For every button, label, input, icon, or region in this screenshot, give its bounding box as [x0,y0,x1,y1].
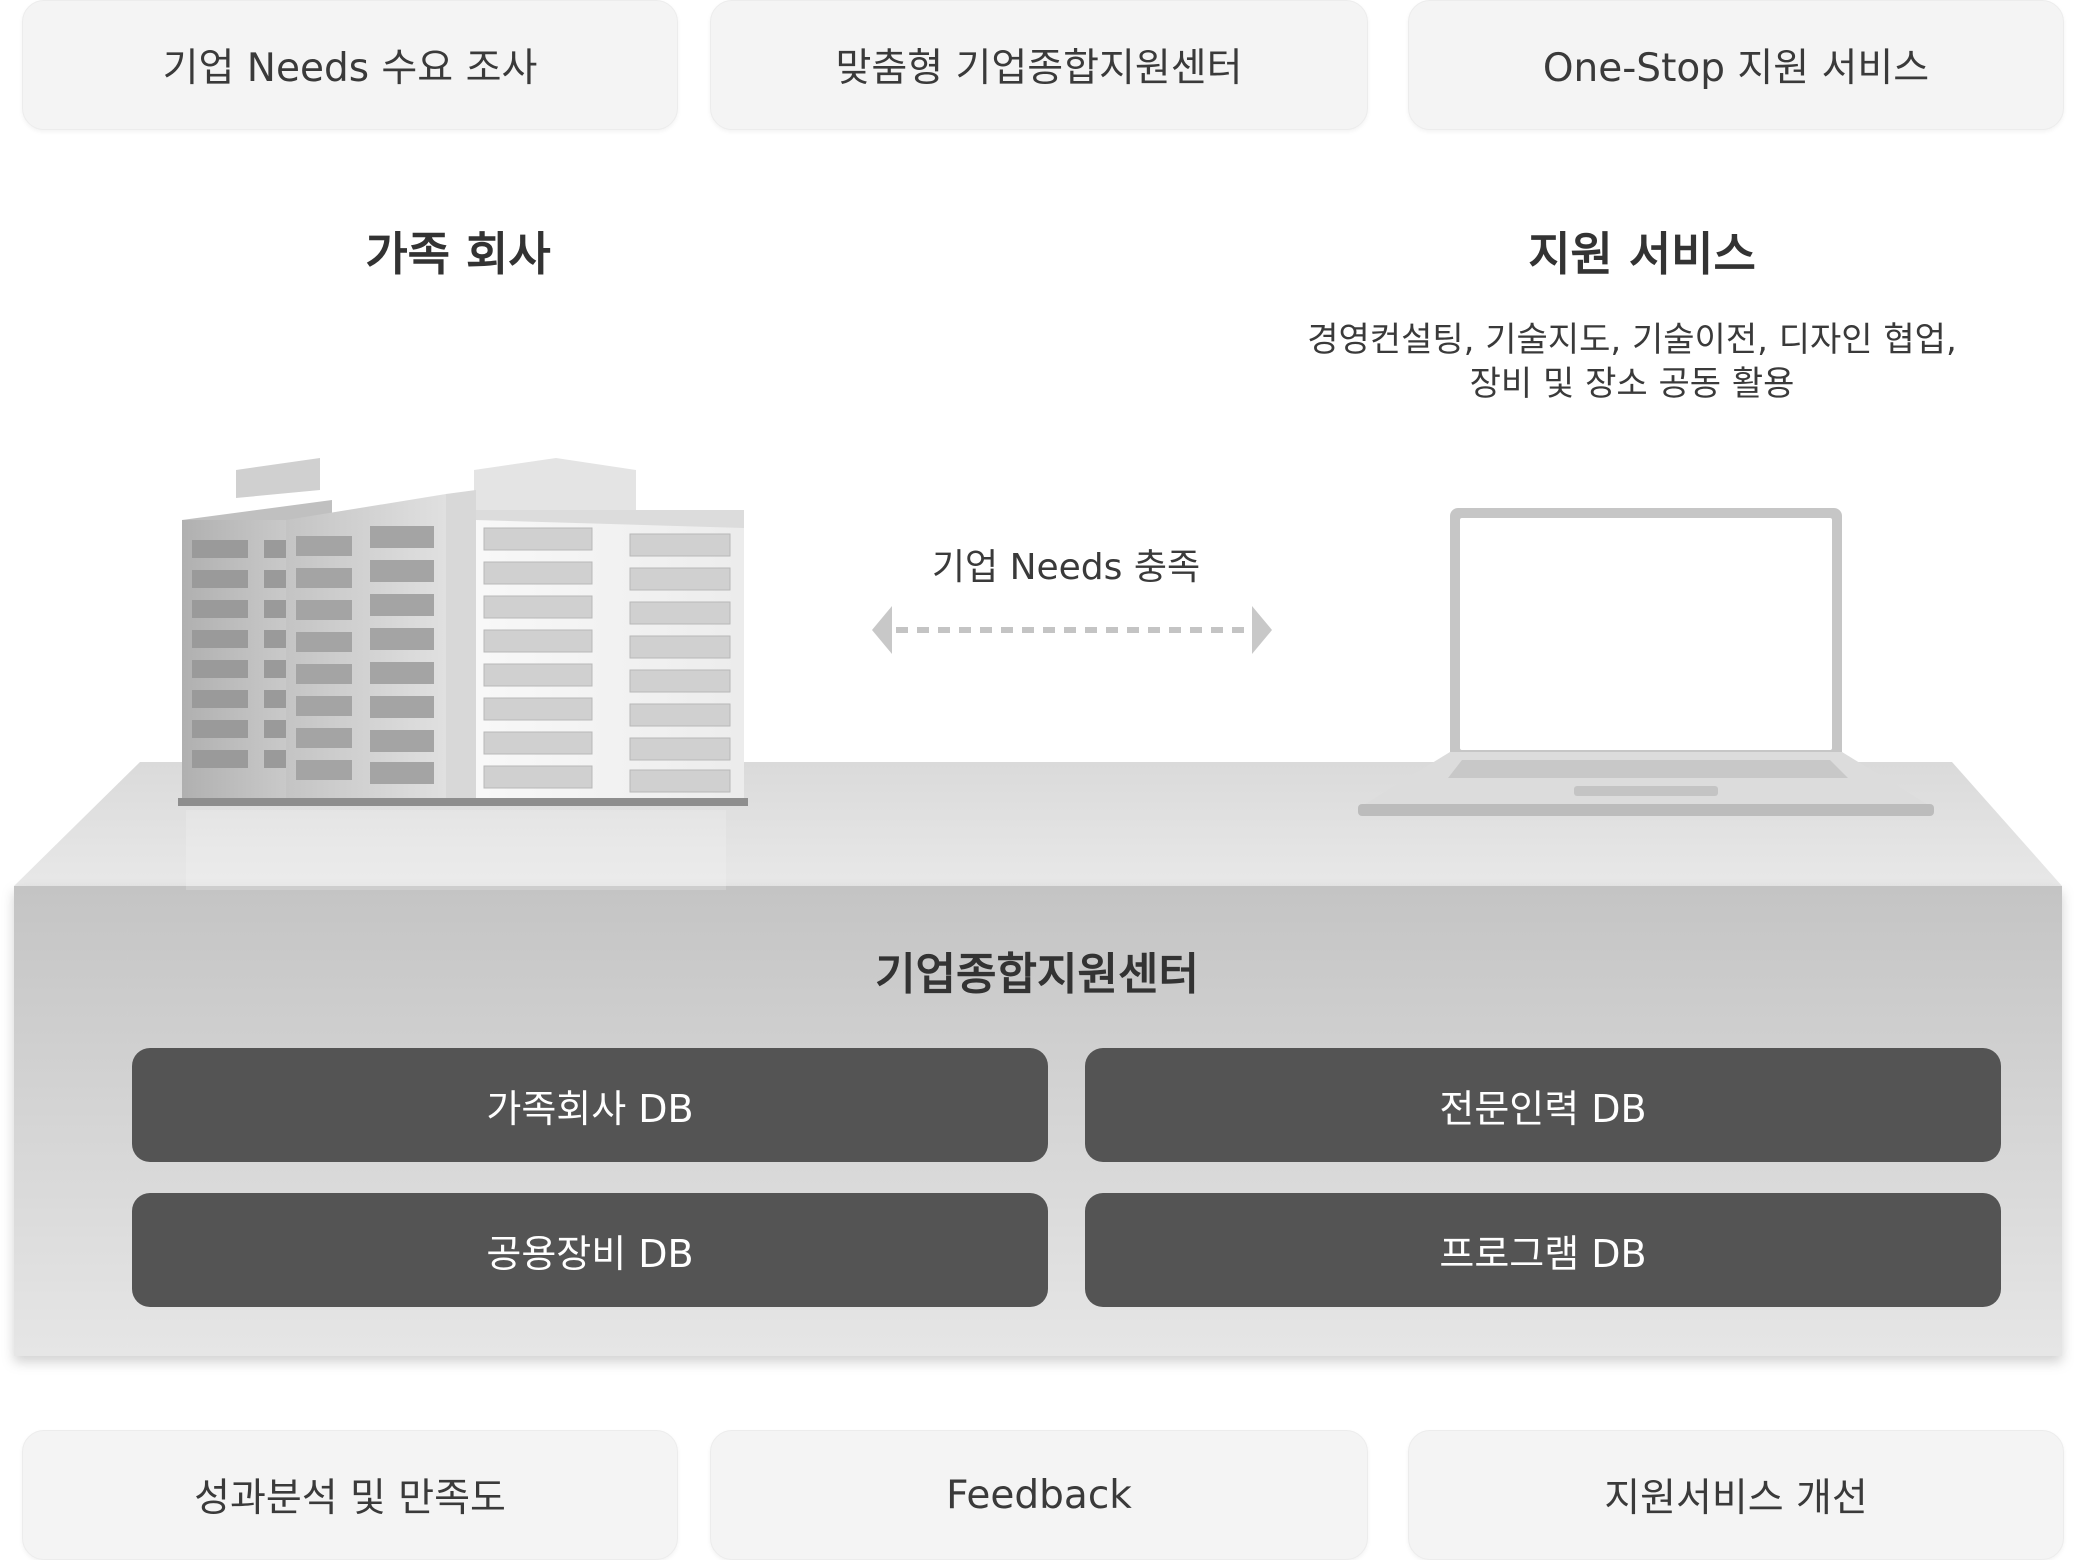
family-company-db-box: 가족회사 DB [132,1048,1048,1162]
platform-illustration [14,458,2062,1356]
feedback-label: Feedback [946,1472,1132,1518]
needs-survey-label: 기업 Needs 수요 조사 [162,46,538,91]
support-service-title: 지원 서비스 [1528,227,1756,281]
support-service-desc-line2: 장비 및 장소 공동 활용 [1469,364,1795,404]
performance-label: 성과분석 및 만족도 [194,1476,506,1521]
laptop-icon [1358,508,1934,816]
needs-fulfilled-label: 기업 Needs 충족 [931,547,1201,588]
custom-center-box: 맞춤형 기업종합지원센터 [710,0,1368,130]
double-arrow-icon [872,606,1272,654]
improvement-box: 지원서비스 개선 [1408,1430,2064,1560]
improvement-label: 지원서비스 개선 [1604,1476,1868,1521]
one-stop-box: One-Stop 지원 서비스 [1408,0,2064,130]
needs-survey-box: 기업 Needs 수요 조사 [22,0,678,130]
experts-db-box: 전문인력 DB [1085,1048,2001,1162]
feedback-box: Feedback [710,1430,1368,1560]
program-db-label: 프로그램 DB [1439,1231,1647,1276]
buildings-icon [178,458,748,890]
equipment-db-label: 공용장비 DB [486,1231,694,1276]
platform-top [14,762,2062,886]
program-db-box: 프로그램 DB [1085,1193,2001,1307]
support-center-title: 기업종합지원센터 [875,949,1199,1000]
family-company-title: 가족 회사 [365,227,551,281]
performance-box: 성과분석 및 만족도 [22,1430,678,1560]
one-stop-label: One-Stop 지원 서비스 [1542,46,1930,91]
experts-db-label: 전문인력 DB [1439,1086,1647,1131]
family-company-db-label: 가족회사 DB [486,1086,694,1131]
equipment-db-box: 공용장비 DB [132,1193,1048,1307]
support-service-desc-line1: 경영컨설팅, 기술지도, 기술이전, 디자인 협업, [1307,320,1957,360]
custom-center-label: 맞춤형 기업종합지원센터 [835,46,1243,91]
